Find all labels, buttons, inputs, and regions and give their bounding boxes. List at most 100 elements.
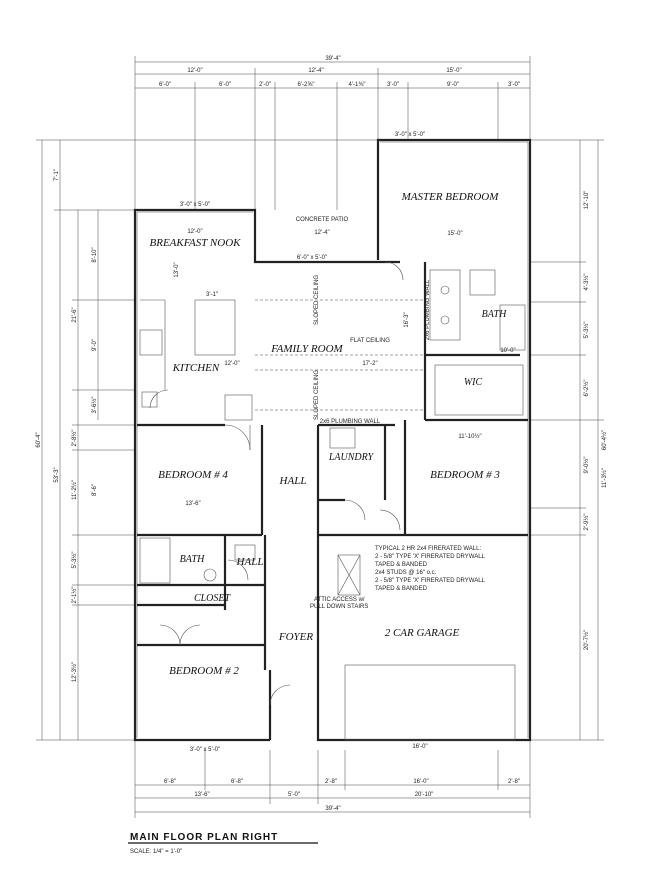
dim-left-sub: 11'-2½" — [71, 480, 78, 500]
dim-left-sub: 2'-1½" — [71, 587, 78, 604]
dim-left-sub: 21'-6" — [72, 307, 78, 322]
dim-master-width: 15'-0" — [447, 231, 462, 237]
dim-top-sub: 3'-0" — [387, 82, 399, 88]
plan-title: MAIN FLOOR PLAN RIGHT — [130, 832, 278, 843]
dim-kitchen-width: 12'-0" — [224, 361, 239, 367]
dim-left-sub: 12'-3½" — [71, 662, 78, 682]
dim-bottom-sub: 16'-0" — [413, 779, 428, 785]
label-attic-1: ATTIC ACCESS w/ — [314, 597, 365, 603]
dim-top-seg: 15'-0" — [446, 68, 461, 74]
dim-right-seg: 2'-9½" — [583, 514, 590, 531]
room-bedroom-4: BEDROOM # 4 — [158, 469, 228, 481]
dim-top-sub: 6'-2⅝" — [298, 82, 315, 88]
room-master-bedroom: MASTER BEDROOM — [401, 191, 500, 203]
dim-window: 3'-0" x 5'-0" — [395, 132, 425, 138]
dim-left-overall: 60'-4" — [36, 432, 42, 447]
dim-window: 6'-0" x 5'-0" — [297, 255, 327, 261]
label-plumbing-wall-2: 2x6 PLUMBING WALL — [320, 419, 381, 425]
dim-bottom-sub: 6'-8" — [231, 779, 243, 785]
dim-left-sub: 9'-0" — [92, 339, 98, 351]
dim-nook-width: 12'-0" — [187, 229, 202, 235]
right-dimension-lines — [530, 139, 604, 741]
dim-top-sub: 2'-0" — [259, 82, 271, 88]
room-bedroom-2: BEDROOM # 2 — [169, 665, 239, 677]
dim-top-sub: 6'-0" — [219, 82, 231, 88]
label-concrete-patio: CONCRETE PATIO — [296, 217, 349, 223]
room-foyer: FOYER — [278, 631, 314, 643]
dim-right-seg: 9'-0½" — [583, 457, 590, 474]
left-dimension-lines — [36, 139, 378, 741]
room-hall-2: HALL — [236, 556, 264, 568]
fire-note-line: TAPED & BANDED — [375, 562, 428, 568]
dim-top-sub: 3'-0" — [508, 82, 520, 88]
dim-patio-width: 12'-4" — [314, 230, 329, 236]
dim-window: 3'-0" x 5'-0" — [180, 202, 210, 208]
dim-bed3-width: 11'-10½" — [458, 433, 481, 440]
dim-bottom-seg: 13'-6" — [194, 792, 209, 798]
dim-left-sub: 8'-10" — [92, 247, 98, 262]
room-family-room: FAMILY ROOM — [270, 343, 343, 355]
room-closet: CLOSET — [194, 593, 232, 604]
dim-top-overall: 39'-4" — [325, 56, 340, 62]
fire-note-line: TYPICAL 2 HR 2x4 FIRERATED WALL: — [375, 546, 481, 552]
dim-right-seg: 5'-3½" — [583, 322, 590, 339]
dim-family-width: 17'-2" — [362, 361, 377, 367]
room-wic: WIC — [464, 377, 483, 388]
exterior-walls — [133, 138, 532, 742]
dim-bottom-seg: 5'-0" — [288, 792, 300, 798]
dim-bottom-seg: 20'-10" — [415, 792, 434, 798]
dim-top-sub: 9'-0" — [447, 82, 459, 88]
label-sloped-ceiling-2: SLOPED CEILING — [314, 370, 320, 420]
dim-bottom-sub: 6'-8" — [164, 779, 176, 785]
room-bedroom-3: BEDROOM # 3 — [430, 469, 500, 481]
dim-right-seg: 20'-7½" — [583, 630, 590, 650]
dim-right-overall: 60'-4½" — [601, 430, 608, 450]
label-flat-ceiling: FLAT CEILING — [350, 338, 390, 344]
dim-left-seg: 7'-1" — [54, 169, 60, 181]
room-bath-2: BATH — [180, 554, 205, 565]
dim-right-seg: 11'-3½" — [601, 468, 608, 488]
room-hall-1: HALL — [279, 475, 307, 487]
room-garage: 2 CAR GARAGE — [385, 627, 460, 639]
dim-right-seg: 4'-3½" — [583, 274, 590, 291]
dim-bottom-sub: 2'-8" — [325, 779, 337, 785]
plan-scale: SCALE: 1/4" = 1'-0" — [130, 849, 182, 855]
fire-note-line: TAPED & BANDED — [375, 586, 428, 592]
room-laundry: LAUNDRY — [328, 452, 375, 463]
dim-left-sub: 2'-8½" — [71, 430, 78, 447]
dim-top-sub: 6'-0" — [159, 82, 171, 88]
dim-right-seg: 12'-10" — [584, 191, 590, 210]
ceiling-lines — [255, 299, 425, 411]
dim-family-height: 16'-3" — [404, 312, 410, 327]
dim-top-seg: 12'-4" — [308, 68, 323, 74]
dim-nook-height: 13'-0" — [174, 262, 180, 277]
dim-bottom-sub: 2'-8" — [508, 779, 520, 785]
top-dimension-lines — [134, 56, 531, 210]
label-plumbing-wall: 2x6 PLUMBING WALL — [425, 279, 431, 340]
fire-note-line: 2x4 STUDS @ 16" o.c. — [375, 570, 437, 576]
dim-left-sub: 5'-3½" — [71, 552, 78, 569]
room-kitchen: KITCHEN — [172, 362, 220, 374]
fire-note-line: 2 - 5/8" TYPE 'X' FIRERATED DRYWALL — [375, 578, 486, 584]
interior-walls — [137, 260, 528, 670]
dim-island: 3'-1" — [206, 292, 218, 298]
dim-garage-width: 16'-0" — [412, 744, 427, 750]
dim-top-seg: 12'-0" — [187, 68, 202, 74]
bottom-dimension-lines — [134, 740, 531, 818]
fire-note-line: 2 - 5/8" TYPE 'X' FIRERATED DRYWALL — [375, 554, 486, 560]
label-attic-2: PULL DOWN STAIRS — [310, 604, 368, 610]
dim-left-seg: 53'-3" — [54, 467, 60, 482]
dim-bottom-overall: 39'-4" — [325, 806, 340, 812]
dim-left-sub: 8'-6" — [92, 484, 98, 496]
doors — [139, 261, 526, 741]
room-breakfast-nook: BREAKFAST NOOK — [150, 237, 242, 249]
room-master-bath: BATH — [482, 309, 507, 320]
dim-top-sub: 4'-1⅜" — [349, 82, 366, 88]
dim-right-seg: 6'-2½" — [583, 380, 590, 397]
dim-bath-width: 10'-0" — [500, 348, 515, 354]
dim-window: 3'-0" x 5'-0" — [190, 747, 220, 753]
label-sloped-ceiling-1: SLOPED CEILING — [314, 275, 320, 325]
dim-bed4-width: 13'-6" — [185, 501, 200, 507]
dim-left-sub: 3'-6½" — [91, 397, 98, 414]
